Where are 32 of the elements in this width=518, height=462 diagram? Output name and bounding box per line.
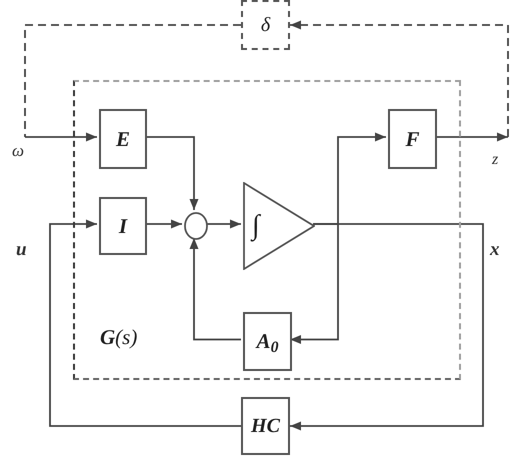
arrow	[145, 136, 198, 210]
matrix-block	[243, 312, 292, 371]
uncertainty-block	[241, 0, 290, 50]
transfer-function-label: G(s)	[100, 325, 138, 349]
signal-label: u	[16, 240, 27, 259]
signal-label: ω	[12, 142, 24, 159]
arrow	[190, 238, 241, 340]
block-label: A$_{0}$	[256, 331, 278, 352]
matrix-block	[99, 197, 147, 255]
signal-label: x	[490, 240, 500, 259]
arrow	[290, 223, 484, 430]
arrow	[25, 132, 97, 142]
arrow	[145, 220, 182, 228]
integral-sign: ∫	[252, 212, 260, 240]
block-label: F	[405, 128, 420, 150]
arrow	[290, 223, 339, 344]
matrix-block	[99, 109, 147, 169]
feedback-block	[241, 397, 290, 455]
summing-junction	[184, 212, 208, 240]
connector-line	[24, 24, 241, 137]
block-label: E	[116, 128, 130, 150]
uncertainty-symbol: δ	[260, 15, 270, 35]
block-label: HC	[251, 416, 280, 436]
arrow	[49, 220, 241, 427]
arrow	[290, 20, 509, 137]
signal-label: z	[492, 152, 498, 168]
block-label: I	[118, 216, 128, 236]
plant-boundary	[73, 80, 461, 380]
arrow	[206, 220, 241, 228]
matrix-block	[388, 109, 437, 169]
integrator-triangle	[243, 182, 315, 270]
arrow	[435, 132, 508, 142]
